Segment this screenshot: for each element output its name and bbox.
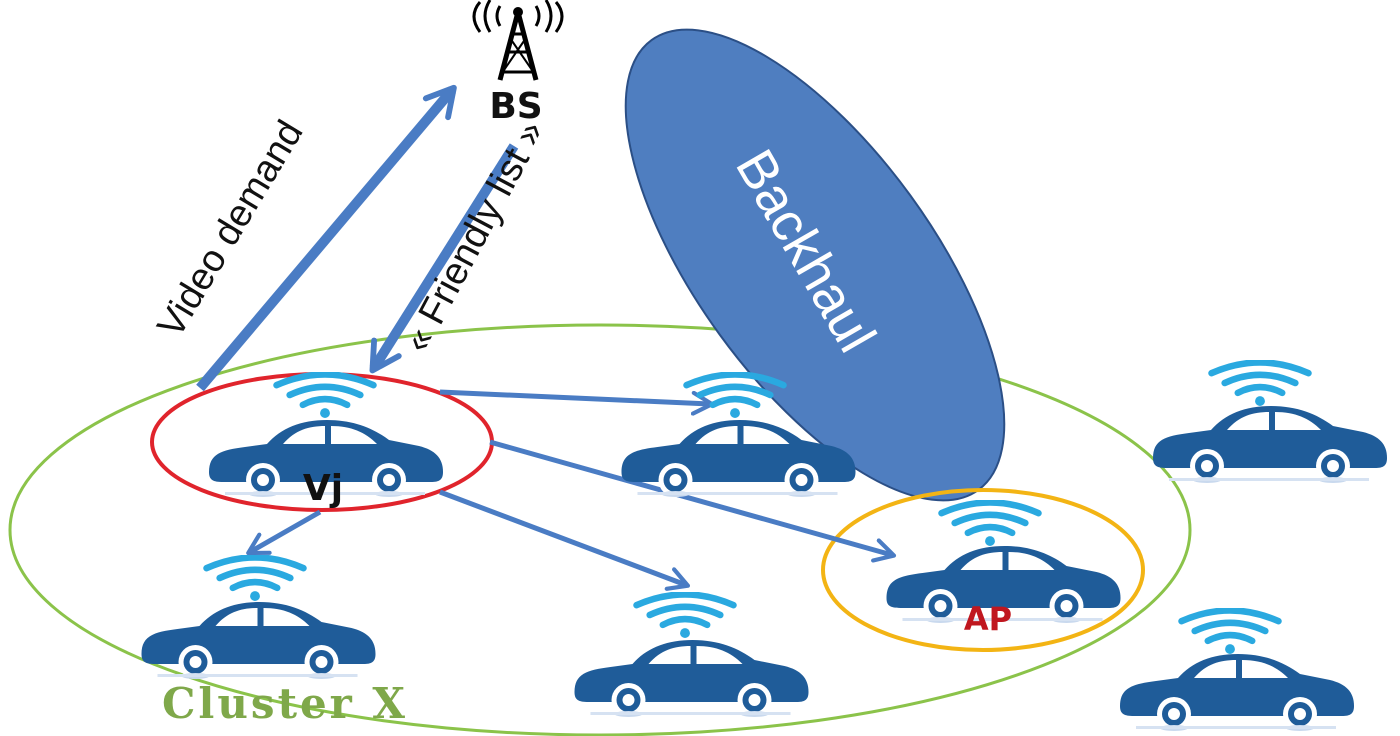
arrow-vj-to-bottom-left (246, 509, 322, 556)
car-icon (141, 602, 376, 679)
ap-label: AP (964, 600, 1012, 638)
bs-label: BS (489, 86, 542, 127)
car-icon (1153, 406, 1387, 483)
cluster-label: Cluster X (162, 679, 408, 728)
car-far-right-top (1153, 362, 1387, 483)
arrow-vj-to-top-middle (439, 389, 715, 416)
video-demand-arrow (196, 84, 457, 392)
wifi-icon (637, 594, 734, 638)
car-bottom-middle (574, 594, 809, 717)
car-far-right-bottom (1120, 610, 1354, 731)
car-icon (574, 640, 809, 717)
wifi-icon (1212, 362, 1309, 406)
vj-label: Vj (303, 468, 343, 509)
wifi-icon (277, 374, 374, 418)
car-icon (1120, 654, 1354, 731)
cluster-ring (8, 323, 1192, 736)
friendly-list-label: « Friendly list » (396, 114, 553, 359)
wifi-icon (687, 374, 784, 418)
arrow-vj-to-ap (489, 439, 897, 563)
wifi-icon (207, 557, 304, 601)
antenna-tower-icon (472, 0, 564, 81)
arrow-vj-to-bottom-middle (439, 489, 691, 591)
wifi-icon (942, 502, 1039, 546)
wifi-icon (1182, 610, 1279, 654)
video-demand-label: Video demand (150, 114, 312, 345)
ap-ring (821, 488, 1145, 652)
car-bottom-left (141, 557, 376, 679)
friendly-list-arrow (369, 143, 519, 374)
